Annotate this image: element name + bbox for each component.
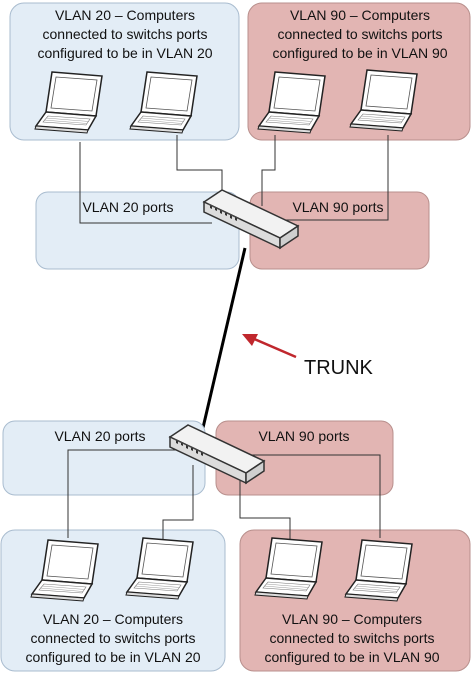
bottom-wire-vlan90-a xyxy=(222,454,381,538)
top-vlan20-ports-label: VLAN 20 ports xyxy=(82,199,173,215)
top-vlan90-group-line1: VLAN 90 – Computers xyxy=(290,7,430,23)
top-vlan90-group-line2: connected to switchs ports xyxy=(278,26,443,42)
bottom-vlan20-group-line1: VLAN 20 – Computers xyxy=(43,611,183,627)
top-vlan20-group-line1: VLAN 20 – Computers xyxy=(55,7,195,23)
bottom-vlan20-group-line2: connected to switchs ports xyxy=(31,630,196,646)
top-vlan90-group-line3: configured to be in VLAN 90 xyxy=(272,45,447,61)
bottom-wire-vlan20-b xyxy=(162,465,194,540)
top-wire-vlan20-a xyxy=(79,142,212,224)
trunk-label: TRUNK xyxy=(304,357,374,379)
top-vlan20-group-line3: configured to be in VLAN 20 xyxy=(37,45,212,61)
bottom-vlan90-group-line3: configured to be in VLAN 90 xyxy=(264,649,439,665)
top-wire-vlan20-b xyxy=(176,135,223,202)
trunk-link xyxy=(200,247,247,433)
bottom-vlan90-group-line2: connected to switchs ports xyxy=(270,630,435,646)
top-wire-vlan90-a xyxy=(261,135,276,206)
top-vlan20-group-line2: connected to switchs ports xyxy=(43,26,208,42)
bottom-vlan90-ports-label: VLAN 90 ports xyxy=(258,428,349,444)
trunk-arrow-icon xyxy=(242,334,297,359)
bottom-vlan20-group-line3: configured to be in VLAN 20 xyxy=(25,649,200,665)
bottom-wire-vlan90-b xyxy=(239,478,291,540)
bottom-wire-vlan20-a xyxy=(67,449,188,538)
top-vlan20-ports-region xyxy=(35,191,240,270)
bottom-vlan90-group-line1: VLAN 90 – Computers xyxy=(282,611,422,627)
top-vlan90-ports-label: VLAN 90 ports xyxy=(292,199,383,215)
bottom-vlan20-ports-label: VLAN 20 ports xyxy=(54,428,145,444)
